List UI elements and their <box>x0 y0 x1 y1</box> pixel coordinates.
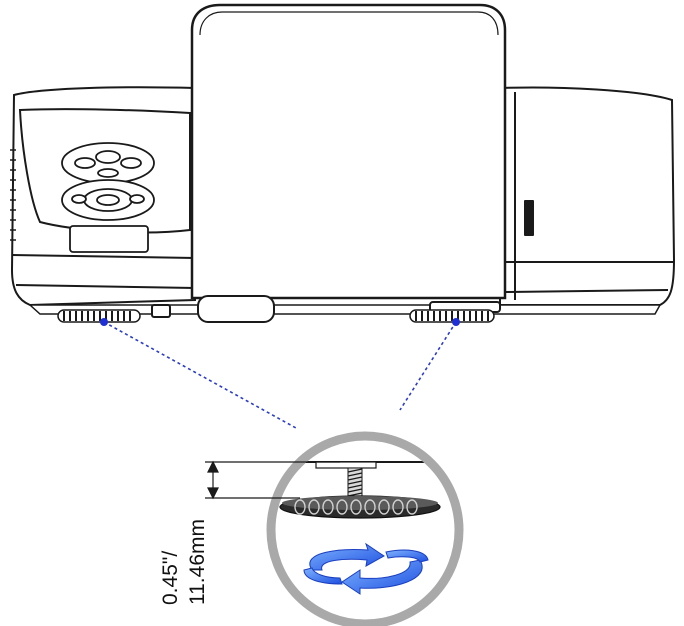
lens-housing <box>197 295 275 323</box>
keypad-bottom <box>61 179 155 221</box>
dimension-inch-label: 0.45"/ <box>159 551 182 605</box>
magnifier-callout <box>266 431 464 626</box>
left-marker-dot <box>100 318 108 326</box>
height-dimension <box>205 460 340 500</box>
keypad-top <box>61 142 155 184</box>
magnifier-ring <box>266 431 464 626</box>
left-foot-dial <box>57 309 141 323</box>
projector-body <box>10 3 676 323</box>
leader-lines <box>103 321 457 429</box>
right-housing <box>499 86 676 306</box>
right-foot-dial <box>409 309 495 323</box>
ir-window <box>69 225 149 253</box>
side-vent <box>10 149 16 241</box>
right-marker-dot <box>452 318 460 326</box>
center-hood <box>190 3 507 300</box>
dimension-mm-label: 11.46mm <box>186 519 209 605</box>
foot-dial-wheel <box>279 495 441 519</box>
rotation-arrows-icon <box>303 542 429 595</box>
right-vent <box>524 200 534 236</box>
